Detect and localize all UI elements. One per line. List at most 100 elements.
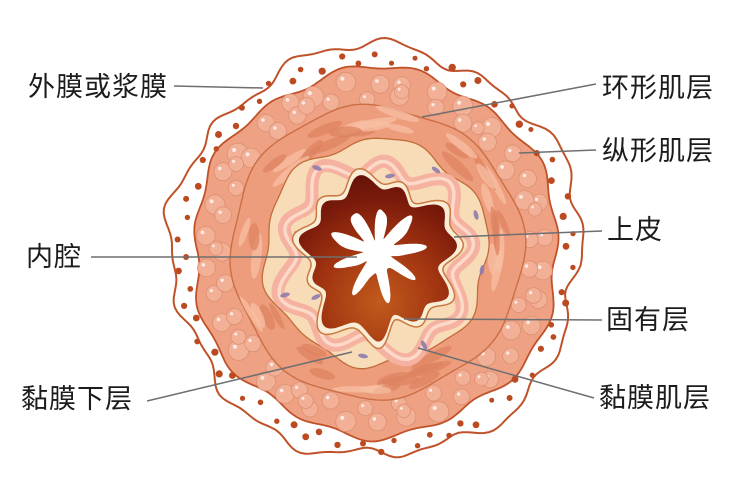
leader-lines bbox=[91, 83, 603, 402]
bubble-highlight bbox=[397, 80, 401, 84]
label-longitudinal-muscle: 纵形肌层 bbox=[602, 136, 714, 166]
serosa-dot bbox=[199, 156, 206, 164]
bubble-highlight bbox=[519, 195, 523, 199]
bubble-highlight bbox=[230, 312, 234, 316]
label-lumen: 内腔 bbox=[26, 242, 82, 272]
bubble-highlight bbox=[372, 417, 377, 421]
serosa-dot bbox=[215, 370, 223, 378]
bubble-highlight bbox=[301, 101, 306, 105]
muscle-fiber-bubble bbox=[297, 393, 314, 409]
muscle-fiber-bubble bbox=[268, 122, 287, 141]
bubble-highlight bbox=[508, 148, 512, 153]
muscle-fiber-spindle bbox=[375, 105, 420, 122]
serosa-dot bbox=[472, 421, 480, 429]
cell-nucleus bbox=[473, 210, 479, 220]
muscle-fiber-spindle bbox=[238, 217, 251, 247]
muscle-fiber-bubble bbox=[427, 98, 445, 117]
serosa-dot bbox=[297, 66, 304, 73]
serosa-dot bbox=[378, 448, 385, 456]
bubble-highlight bbox=[218, 210, 222, 214]
muscle-fiber-bubble bbox=[321, 391, 340, 410]
muscle-fiber-bubble bbox=[214, 206, 232, 225]
muscle-fiber-bubble bbox=[525, 287, 542, 304]
muscle-fiber-bubble bbox=[227, 179, 245, 197]
serosa-dot bbox=[194, 338, 201, 345]
muscle-fiber-bubble bbox=[427, 400, 450, 423]
bubble-highlight bbox=[375, 79, 379, 83]
muscle-fiber-bubble bbox=[518, 169, 537, 188]
leader-line-circular-muscle bbox=[421, 83, 597, 118]
bubble-highlight bbox=[397, 87, 401, 91]
muscle-fiber-spindle bbox=[250, 302, 266, 328]
muscle-fiber-bubble bbox=[453, 113, 473, 133]
muscle-fiber-spindle bbox=[239, 296, 263, 332]
muscle-fiber-spindle bbox=[476, 163, 497, 190]
serosa-dot bbox=[211, 348, 219, 356]
bubble-highlight bbox=[506, 351, 510, 355]
bubble-highlight bbox=[232, 159, 235, 163]
muscle-fiber-spindle bbox=[259, 304, 275, 330]
serosa-dot bbox=[511, 375, 519, 383]
bubble-highlight bbox=[458, 373, 462, 377]
bubble-highlight bbox=[325, 395, 330, 400]
bubble-highlight bbox=[260, 376, 265, 380]
muscle-fiber-bubble bbox=[225, 308, 243, 325]
serosa-dot bbox=[175, 267, 182, 275]
bubble-highlight bbox=[234, 332, 238, 336]
serosa-dot bbox=[215, 131, 222, 138]
bubble-highlight bbox=[457, 392, 461, 396]
bubble-highlight bbox=[514, 300, 518, 304]
labels: 外膜或浆膜 环形肌层 纵形肌层 上皮 内腔 固有层 黏膜下层 黏膜肌层 bbox=[21, 72, 714, 414]
muscle-fiber-spindle bbox=[445, 133, 478, 159]
muscle-fiber-bubble bbox=[470, 121, 485, 135]
muscle-fiber-bubble bbox=[335, 71, 357, 93]
cell-nucleus bbox=[280, 292, 290, 298]
bubble-highlight bbox=[474, 124, 477, 128]
muscle-fiber-spindle bbox=[442, 151, 474, 182]
serosa-dot bbox=[562, 242, 570, 250]
bubble-highlight bbox=[531, 205, 534, 209]
serosa-dot bbox=[302, 433, 310, 441]
serosa-dot bbox=[509, 103, 515, 109]
muscle-fiber-spindle bbox=[301, 343, 327, 358]
serosa-dot bbox=[174, 236, 181, 243]
label-circular-muscle: 环形肌层 bbox=[602, 73, 714, 103]
serosa-dot bbox=[360, 440, 366, 447]
leader-line-lamina-propria bbox=[403, 318, 603, 321]
muscle-fiber-spindle bbox=[272, 149, 306, 173]
bubble-highlight bbox=[486, 121, 491, 126]
serosa-dot bbox=[548, 322, 555, 328]
serosa-dot bbox=[529, 372, 535, 378]
lumen-area bbox=[331, 209, 427, 304]
muscle-fiber-spindle bbox=[381, 375, 420, 386]
muscle-fiber-spindle bbox=[248, 223, 260, 251]
muscle-fiber-spindle bbox=[269, 303, 285, 330]
muscle-fiber-bubble bbox=[425, 384, 442, 402]
bubble-highlight bbox=[431, 103, 435, 107]
serosa-dot bbox=[229, 372, 236, 379]
leader-line-epithelium bbox=[453, 230, 603, 238]
muscle-fiber-bubble bbox=[502, 347, 520, 365]
muscle-fiber-spindle bbox=[445, 142, 469, 159]
bubble-highlight bbox=[361, 404, 365, 408]
bubble-highlight bbox=[295, 385, 299, 389]
serosa-dot bbox=[183, 195, 190, 202]
bubble-highlight bbox=[429, 388, 433, 392]
bubble-highlight bbox=[245, 152, 250, 157]
serosa-dots bbox=[174, 51, 576, 456]
bubble-highlight bbox=[301, 396, 305, 400]
muscle-fiber-bubble bbox=[213, 162, 233, 182]
muscle-fiber-bubble bbox=[453, 388, 470, 406]
muscle-fiber-bubble bbox=[394, 84, 410, 100]
serosa-dot bbox=[265, 80, 272, 87]
label-lamina-propria: 固有层 bbox=[606, 305, 690, 335]
serosa-dot bbox=[559, 212, 567, 220]
bubble-highlight bbox=[261, 118, 265, 122]
serosa-dot bbox=[339, 53, 346, 60]
serosa-dot bbox=[315, 428, 323, 436]
muscle-fiber-spindle bbox=[262, 154, 287, 173]
leader-line-serosa bbox=[173, 85, 264, 89]
serosa-dot bbox=[318, 67, 326, 75]
serosa-dot bbox=[257, 399, 264, 406]
